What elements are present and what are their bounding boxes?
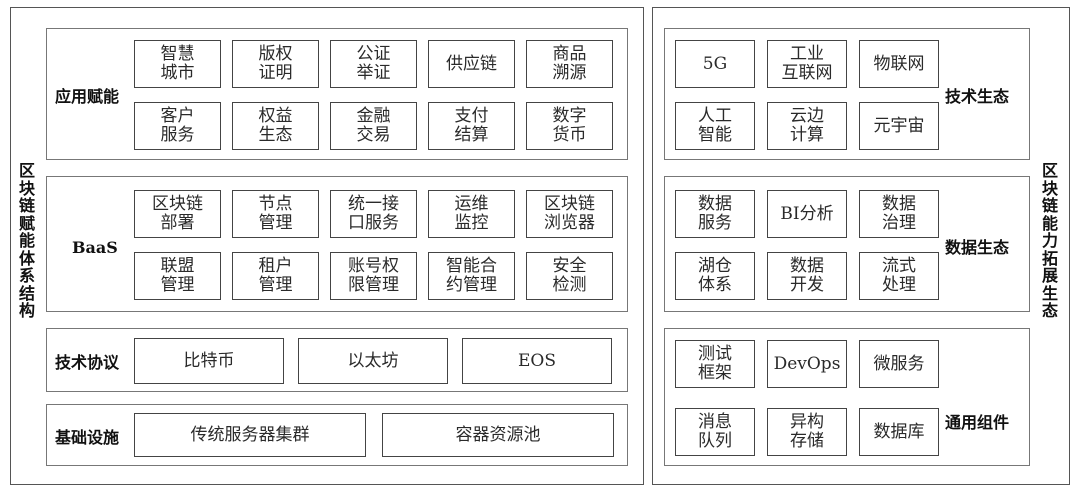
box-baas-8: 账号权 限管理 (330, 252, 417, 300)
box-app-10: 数字 货币 (526, 102, 613, 150)
box-common-message-queue: 消息 队列 (675, 408, 755, 456)
section-label-baas: BaaS (72, 237, 118, 257)
box-app-9: 支付 结算 (428, 102, 515, 150)
box-baas-1: 区块链 部署 (134, 190, 221, 238)
box-baas-9: 智能合 约管理 (428, 252, 515, 300)
box-tech-iot: 物联网 (859, 40, 939, 88)
box-baas-5: 区块链 浏览器 (526, 190, 613, 238)
box-data-lakehouse: 湖仓 体系 (675, 252, 755, 300)
box-data-development: 数据 开发 (767, 252, 847, 300)
box-data-governance: 数据 治理 (859, 190, 939, 238)
section-common-components (664, 328, 1030, 466)
box-tech-ai: 人工 智能 (675, 102, 755, 150)
left-panel-title: 区 块 链 赋 能 体 系 结 构 (18, 161, 35, 320)
box-protocol-ethereum: 以太坊 (298, 338, 448, 384)
box-common-devops: DevOps (767, 340, 847, 388)
box-protocol-eos: EOS (462, 338, 612, 384)
box-baas-4: 运维 监控 (428, 190, 515, 238)
left-panel (10, 7, 644, 485)
section-infrastructure (46, 404, 628, 466)
box-protocol-bitcoin: 比特币 (134, 338, 284, 384)
section-baas (46, 176, 628, 312)
box-app-6: 客户 服务 (134, 102, 221, 150)
box-baas-6: 联盟 管理 (134, 252, 221, 300)
section-label-protocol: 技术协议 (55, 353, 120, 372)
box-common-hetero-storage: 异构 存储 (767, 408, 847, 456)
section-label-tech: 技术生态 (945, 87, 1010, 106)
box-baas-2: 节点 管理 (232, 190, 319, 238)
box-baas-10: 安全 检测 (526, 252, 613, 300)
box-data-bi: BI分析 (767, 190, 847, 238)
box-app-3: 公证 举证 (330, 40, 417, 88)
box-tech-cloud-edge: 云边 计算 (767, 102, 847, 150)
section-app-enablement (46, 28, 628, 160)
box-infra-containers: 容器资源池 (382, 413, 614, 457)
box-baas-7: 租户 管理 (232, 252, 319, 300)
section-label-infra: 基础设施 (55, 428, 120, 447)
right-panel-title: 区 块 链 能 力 拓 展 生 态 (1041, 161, 1058, 320)
box-tech-5g: 5G (675, 40, 755, 88)
section-protocol (46, 328, 628, 392)
section-data-ecosystem (664, 176, 1030, 312)
box-common-database: 数据库 (859, 408, 939, 456)
section-label-app: 应用赋能 (55, 87, 120, 106)
box-common-test-framework: 测试 框架 (675, 340, 755, 388)
section-tech-ecosystem (664, 28, 1030, 160)
box-baas-3: 统一接 口服务 (330, 190, 417, 238)
box-app-2: 版权 证明 (232, 40, 319, 88)
box-app-4: 供应链 (428, 40, 515, 88)
box-app-7: 权益 生态 (232, 102, 319, 150)
box-app-1: 智慧 城市 (134, 40, 221, 88)
box-app-8: 金融 交易 (330, 102, 417, 150)
box-data-streaming: 流式 处理 (859, 252, 939, 300)
right-panel (652, 7, 1070, 485)
box-tech-industrial-internet: 工业 互联网 (767, 40, 847, 88)
section-label-common: 通用组件 (945, 413, 1010, 432)
box-infra-servers: 传统服务器集群 (134, 413, 366, 457)
section-label-data: 数据生态 (945, 238, 1010, 257)
box-app-5: 商品 溯源 (526, 40, 613, 88)
box-tech-metaverse: 元宇宙 (859, 102, 939, 150)
box-data-service: 数据 服务 (675, 190, 755, 238)
box-common-microservice: 微服务 (859, 340, 939, 388)
